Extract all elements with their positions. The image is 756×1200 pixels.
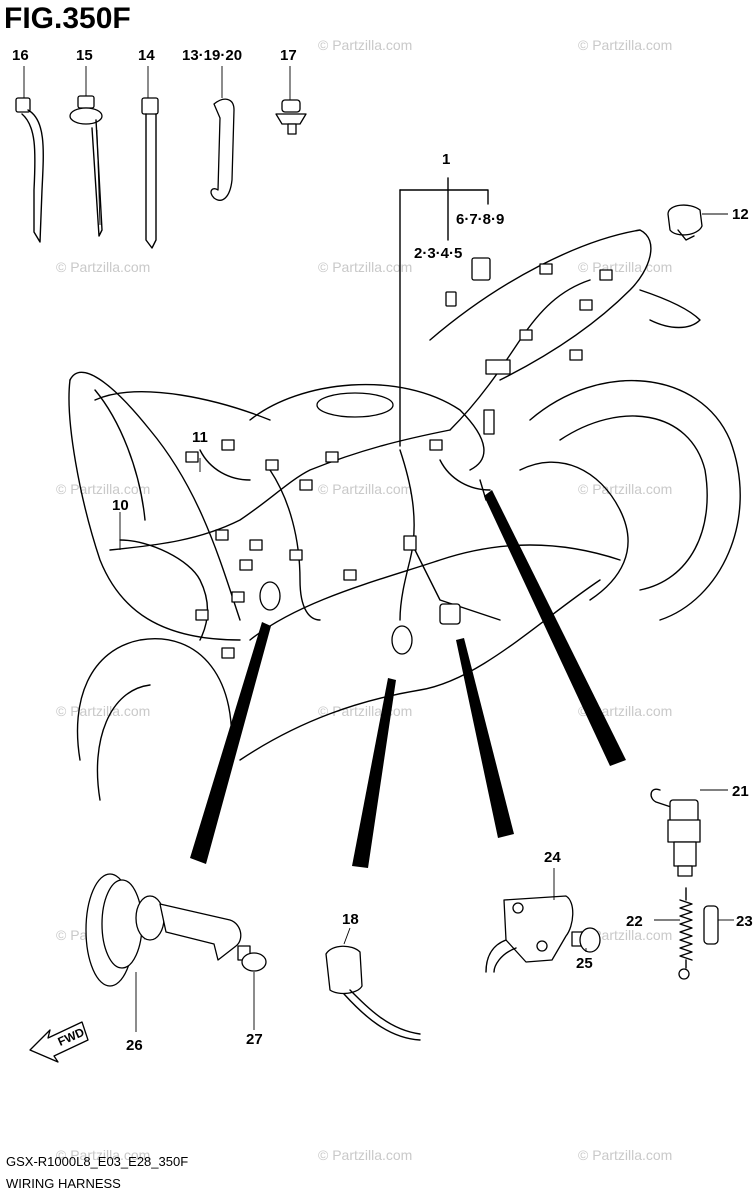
watermarks: © Partzilla.com © Partzilla.com © Partzi… <box>56 37 672 1163</box>
part-21-switch <box>650 788 701 877</box>
part-17-clip <box>275 99 307 135</box>
watermark-8: © Partzilla.com <box>578 481 672 497</box>
watermark-3: © Partzilla.com <box>56 259 150 275</box>
callout-11: 11 <box>192 429 208 446</box>
callout-22: 22 <box>626 913 643 930</box>
callout-21: 21 <box>732 783 749 800</box>
watermark-7: © Partzilla.com <box>318 481 412 497</box>
part-24-switch <box>485 895 574 973</box>
callout-27: 27 <box>246 1031 263 1048</box>
callout-25: 25 <box>576 955 593 972</box>
callouts: 1 2·3·4·5 6·7·8·9 10 11 12 13·19·20 14 1… <box>12 47 753 1054</box>
part-27-bolt <box>237 945 267 972</box>
callout-14: 14 <box>138 47 155 64</box>
part-13-clamp <box>210 98 235 201</box>
figure-title: FIG.350F <box>4 2 131 35</box>
leader-lines <box>23 66 734 1032</box>
callout-6-9: 6·7·8·9 <box>456 211 504 228</box>
watermark-6: © Partzilla.com <box>56 481 150 497</box>
motorcycle-outline <box>68 229 741 801</box>
part-22-spring <box>678 887 693 980</box>
part-26-horn <box>85 873 242 987</box>
part-6-relay <box>471 257 491 281</box>
callout-12: 12 <box>732 206 749 223</box>
part-23-pin <box>703 905 719 945</box>
part-15-clamp <box>69 95 103 237</box>
part-2-fuse <box>445 291 457 307</box>
watermark-9: © Partzilla.com <box>56 703 150 719</box>
watermark-15: © Partzilla.com <box>318 1147 412 1163</box>
part-25-bolt <box>571 927 601 953</box>
watermark-14: © Partzilla.com <box>56 1147 150 1163</box>
callout-2-5: 2·3·4·5 <box>414 245 462 262</box>
callout-26: 26 <box>126 1037 143 1054</box>
callout-10: 10 <box>112 497 129 514</box>
watermark-2: © Partzilla.com <box>578 37 672 53</box>
fwd-arrow: FWD <box>29 1021 89 1063</box>
callout-17: 17 <box>280 47 297 64</box>
watermark-13: © Partzilla.com <box>578 927 672 943</box>
wiring-harness <box>109 263 613 659</box>
watermark-4: © Partzilla.com <box>318 259 412 275</box>
pointer-arrows <box>190 490 626 868</box>
part-14-tie <box>141 97 159 249</box>
watermark-1: © Partzilla.com <box>318 37 412 53</box>
part-16-tie <box>15 97 44 243</box>
callout-18: 18 <box>342 911 359 928</box>
callout-24: 24 <box>544 849 561 866</box>
callout-16: 16 <box>12 47 29 64</box>
callout-13-19-20: 13·19·20 <box>182 47 242 64</box>
part-12-clamp <box>667 204 703 241</box>
part-18-sensor <box>325 945 421 1041</box>
figure-caption: WIRING HARNESS <box>6 1176 121 1191</box>
watermark-10: © Partzilla.com <box>318 703 412 719</box>
callout-bracket <box>399 177 491 447</box>
callout-1: 1 <box>442 151 450 168</box>
watermark-16: © Partzilla.com <box>578 1147 672 1163</box>
model-code: GSX-R1000L8_E03_E28_350F <box>6 1154 189 1169</box>
callout-15: 15 <box>76 47 93 64</box>
callout-23: 23 <box>736 913 753 930</box>
watermark-5: © Partzilla.com <box>578 259 672 275</box>
